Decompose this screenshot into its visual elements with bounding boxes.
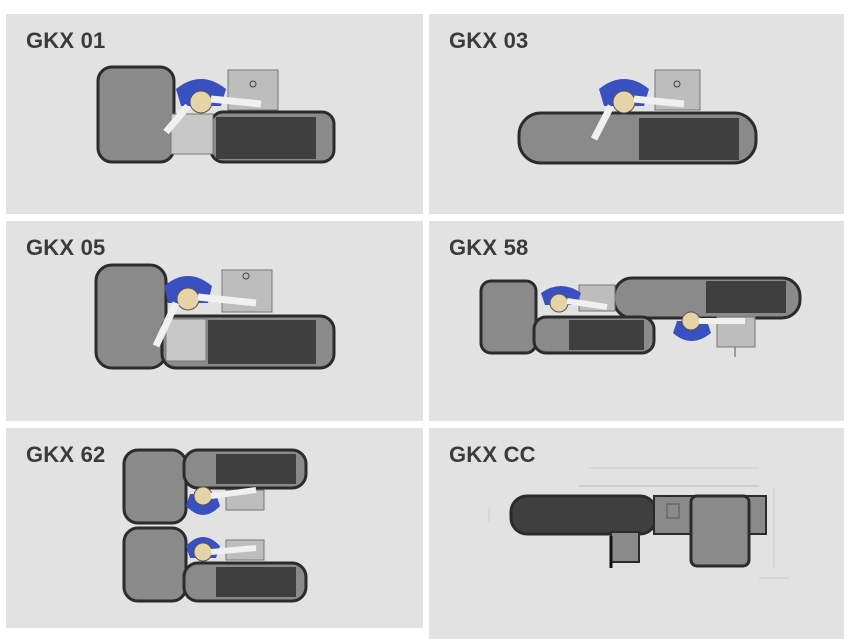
model-label: GKX CC [449, 442, 536, 467]
floor-plan-gkx-05 [94, 263, 336, 370]
floor-plan-gkx-58 [479, 276, 802, 357]
model-tile-gkx-01[interactable]: GKX 01 [6, 14, 423, 214]
model-tile-gkx-03[interactable]: GKX 03 [429, 14, 844, 214]
model-label: GKX 03 [449, 28, 529, 53]
model-label: GKX 05 [26, 235, 106, 260]
model-tile-gkx-62[interactable]: GKX 62 [6, 428, 423, 628]
model-tile-gkx-cc[interactable]: GKX CC [429, 428, 844, 639]
floor-plan-gkx-62 [122, 448, 308, 603]
model-tile-gkx-58[interactable]: GKX 58 [429, 221, 844, 421]
floor-plan-gkx-cc [488, 467, 789, 579]
model-tile-gkx-05[interactable]: GKX 05 [6, 221, 423, 421]
model-label: GKX 58 [449, 235, 529, 260]
floor-plan-gkx-03 [517, 69, 758, 165]
model-label: GKX 01 [26, 28, 106, 53]
model-label: GKX 62 [26, 442, 106, 467]
floor-plan-gkx-01 [96, 65, 336, 164]
